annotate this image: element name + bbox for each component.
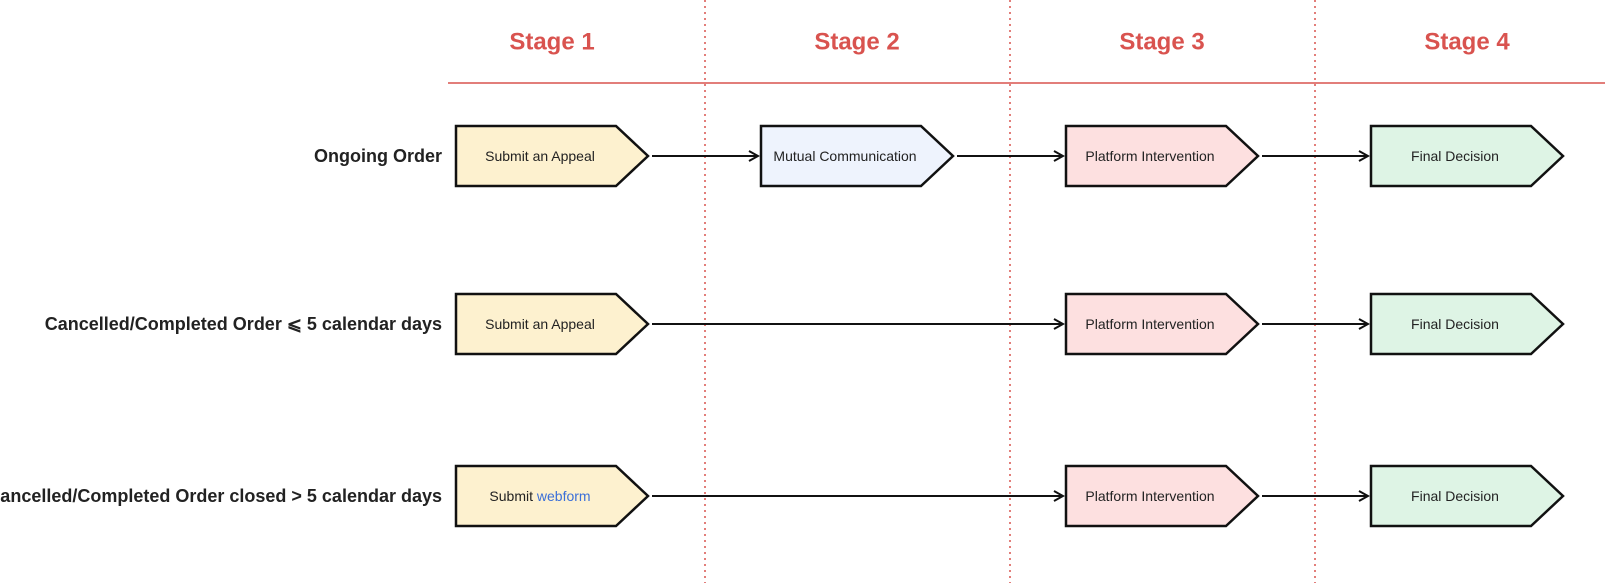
process-row: Ongoing Order Submit an Appeal Mutual Comm… [314, 124, 1565, 188]
step-label-text: Platform Intervention [1085, 316, 1214, 332]
step-label: Final Decision [1411, 148, 1499, 164]
row-label: Cancelled/Completed Order ⩽ 5 calendar d… [45, 314, 442, 334]
stage-header: Stage 1 Stage 2 Stage 3 Stage 4 [448, 29, 1605, 84]
step-label: Submit an Appeal [485, 148, 595, 164]
step-label-text: Submit an Appeal [485, 148, 595, 164]
webform-link[interactable]: webform [536, 488, 591, 504]
process-step: Submit webform [454, 464, 650, 528]
step-label-text: Submit an Appeal [485, 316, 595, 332]
step-label: Platform Intervention [1085, 488, 1214, 504]
stage-title-4: Stage 4 [1424, 29, 1510, 56]
step-label: Platform Intervention [1085, 316, 1214, 332]
step-shape [1064, 292, 1260, 356]
step-label: Submit an Appeal [485, 316, 595, 332]
stage-title-1: Stage 1 [509, 29, 594, 56]
process-step: Platform Intervention [1064, 292, 1260, 356]
step-label-text: Final Decision [1411, 316, 1499, 332]
stage-dividers [704, 0, 1316, 583]
process-step: Final Decision [1369, 124, 1565, 188]
step-shape [454, 124, 650, 188]
step-shape [454, 464, 650, 528]
step-label-text: Final Decision [1411, 148, 1499, 164]
step-label-text: Submit [489, 488, 536, 504]
process-step: Mutual Communication [759, 124, 955, 188]
step-label: Mutual Communication [773, 148, 916, 164]
step-label-text: Mutual Communication [773, 148, 916, 164]
stage-title-3: Stage 3 [1119, 29, 1204, 56]
step-label: Submit webform [489, 488, 590, 504]
step-shape [1369, 124, 1565, 188]
step-shape [1369, 464, 1565, 528]
step-shape [454, 292, 650, 356]
process-row: Cancelled/Completed Order closed > 5 cal… [0, 464, 1565, 528]
stage-title-2: Stage 2 [814, 29, 899, 56]
process-step: Submit an Appeal [454, 292, 650, 356]
row-label: Cancelled/Completed Order closed > 5 cal… [0, 486, 442, 506]
step-label-text: Final Decision [1411, 488, 1499, 504]
step-label-text: Platform Intervention [1085, 148, 1214, 164]
step-shape [1064, 464, 1260, 528]
step-label: Platform Intervention [1085, 148, 1214, 164]
step-shape [759, 124, 955, 188]
step-shape [1064, 124, 1260, 188]
process-step: Platform Intervention [1064, 464, 1260, 528]
step-label: Final Decision [1411, 488, 1499, 504]
process-row: Cancelled/Completed Order ⩽ 5 calendar d… [45, 292, 1565, 356]
step-label-text: Platform Intervention [1085, 488, 1214, 504]
process-step: Platform Intervention [1064, 124, 1260, 188]
process-step: Final Decision [1369, 292, 1565, 356]
process-step: Final Decision [1369, 464, 1565, 528]
step-label: Final Decision [1411, 316, 1499, 332]
row-label: Ongoing Order [314, 146, 442, 166]
step-shape [1369, 292, 1565, 356]
process-step: Submit an Appeal [454, 124, 650, 188]
